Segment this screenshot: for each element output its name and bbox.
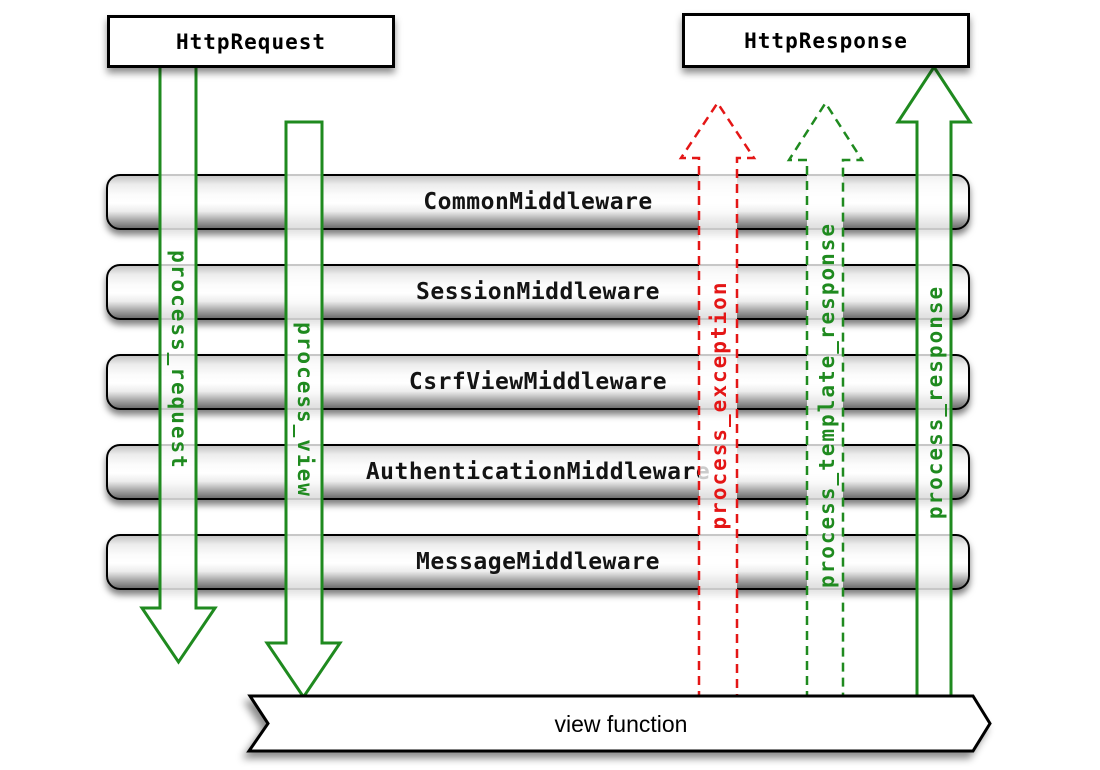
view-function-banner [246,694,992,753]
process-exception-arrow [678,100,757,700]
middleware-bar-label: CommonMiddleware [423,189,653,215]
process-request-arrow [139,64,218,665]
process-template-response-arrow [786,100,865,700]
process-view-label: process_view [293,322,317,498]
process-template-response-label: process_template_response [815,221,839,589]
process-request-label: process_request [167,250,191,470]
middleware-bar-label: AuthenticationMiddleware [365,459,711,485]
process-exception-label: process_exception [707,280,731,530]
process-response-label: process_response [923,284,947,520]
http-request-box: HttpRequest [107,15,395,68]
http-request-label: HttpRequest [175,29,327,54]
middleware-bar-label: MessageMiddleware [416,549,660,575]
http-response-box: HttpResponse [682,13,970,68]
middleware-bar-label: SessionMiddleware [416,279,660,305]
http-response-label: HttpResponse [744,28,908,53]
process-view-arrow [264,120,343,700]
view-function-label: view function [554,710,688,737]
middleware-bar-label: CsrfViewMiddleware [408,369,668,395]
